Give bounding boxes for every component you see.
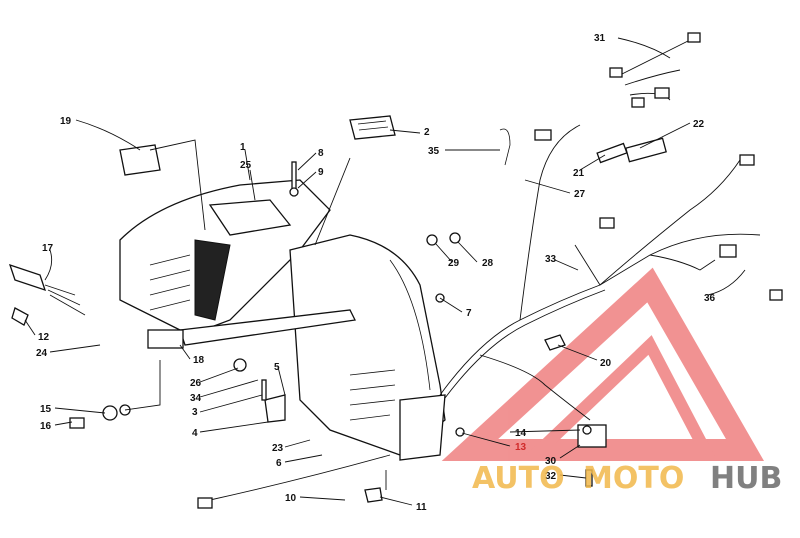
part-label-30: 30 [545, 456, 557, 467]
decal-2 [349, 115, 396, 140]
watermark-text-moto: MOTO [583, 461, 684, 496]
wiring-harness-27 [197, 124, 783, 509]
part-label-15: 15 [40, 404, 52, 415]
part-label-18: 18 [193, 355, 205, 366]
part-label-1: 1 [240, 142, 246, 153]
part-label-32: 32 [545, 471, 557, 482]
part-label-11: 11 [416, 502, 427, 513]
part-label-5: 5 [274, 362, 280, 373]
part-label-22: 22 [693, 119, 705, 130]
part-label-28: 28 [482, 258, 494, 269]
part-label-19: 19 [60, 116, 72, 127]
ignition-switch-17 [8, 263, 86, 316]
watermark-text: AUTO MOTO HUB [472, 461, 782, 496]
hood-right-shell [289, 234, 446, 461]
part-label-12: 12 [38, 332, 50, 343]
part-label-3: 3 [192, 407, 198, 418]
part-label-34: 34 [190, 393, 202, 404]
part-label-9: 9 [318, 167, 324, 178]
part-label-17: 17 [42, 243, 54, 254]
part-label-21: 21 [573, 168, 585, 179]
part-label-20: 20 [600, 358, 612, 369]
part-label-35: 35 [428, 146, 440, 157]
part-label-33: 33 [545, 254, 557, 265]
part-label-31: 31 [594, 33, 606, 44]
clamp-35 [499, 128, 511, 166]
part-label-13: 13 [515, 442, 527, 453]
hood-left-shell [119, 179, 331, 336]
part-label-23: 23 [272, 443, 284, 454]
part-label-25: 25 [240, 160, 252, 171]
part-label-27: 27 [574, 189, 586, 200]
decal-19 [119, 144, 161, 176]
watermark-text-auto: AUTO [472, 461, 565, 496]
watermark-logo [441, 267, 765, 461]
part-label-24: 24 [36, 348, 48, 359]
terminal-block-21 [596, 137, 667, 164]
part-label-16: 16 [40, 421, 52, 432]
leader-lines [24, 37, 746, 506]
part-label-6: 6 [276, 458, 282, 469]
part-label-14: 14 [515, 428, 527, 439]
part-label-7: 7 [466, 308, 472, 319]
part-label-2: 2 [424, 127, 430, 138]
part-label-26: 26 [190, 378, 202, 389]
part-label-29: 29 [448, 258, 460, 269]
part-label-36: 36 [704, 293, 716, 304]
watermark-text-hub: HUB [710, 461, 782, 496]
harness-31 [609, 32, 701, 108]
key-switch-15 [69, 404, 131, 429]
part-labels: 1 2 3 4 5 6 7 8 9 10 11 12 13 14 15 16 1… [36, 33, 716, 513]
part-label-8: 8 [318, 148, 324, 159]
part-label-10: 10 [285, 493, 297, 504]
part-label-4: 4 [192, 428, 198, 439]
